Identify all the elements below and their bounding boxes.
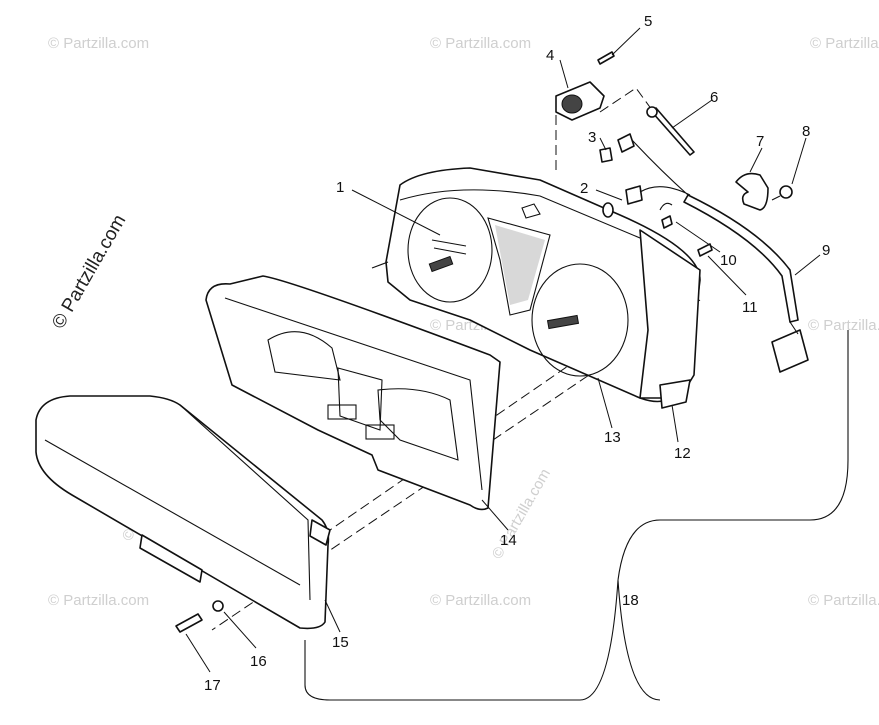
alignment-line bbox=[329, 281, 691, 531]
bulb-socket bbox=[602, 185, 643, 218]
callout-5: 5 bbox=[644, 13, 652, 30]
callout-17: 17 bbox=[204, 677, 221, 694]
instrument-bezel bbox=[205, 275, 501, 511]
instrument-panel bbox=[371, 167, 701, 403]
watermark-text: © Partzilla.com bbox=[430, 35, 531, 52]
sensor-housing bbox=[555, 81, 605, 121]
side-housing bbox=[639, 229, 701, 409]
callout-3: 3 bbox=[588, 129, 596, 146]
callout-11: 11 bbox=[742, 299, 758, 316]
washer bbox=[212, 600, 224, 612]
callout-16: 16 bbox=[250, 653, 267, 670]
wire bbox=[631, 139, 691, 196]
callout-1: 1 bbox=[336, 179, 344, 196]
clamp-screw bbox=[771, 185, 793, 201]
callout-9: 9 bbox=[822, 242, 830, 259]
watermark-text: © Partzilla.com bbox=[810, 35, 879, 52]
leader-lines bbox=[185, 27, 821, 673]
callout-13: 13 bbox=[604, 429, 621, 446]
callout-10: 10 bbox=[720, 252, 737, 269]
screw-side bbox=[697, 243, 713, 257]
callout-labels: 1 2 3 4 5 6 7 8 9 10 11 12 13 14 15 16 1… bbox=[204, 13, 830, 694]
callout-7: 7 bbox=[756, 133, 764, 150]
callout-14: 14 bbox=[500, 532, 517, 549]
screw-small bbox=[661, 215, 673, 229]
clamp bbox=[735, 172, 769, 211]
lower-cover-housing bbox=[35, 395, 331, 630]
screw bbox=[597, 51, 615, 65]
callout-4: 4 bbox=[546, 47, 554, 64]
callout-6: 6 bbox=[710, 89, 718, 106]
partzilla-vertical-watermark: © Partzilla.com bbox=[48, 211, 130, 332]
bulb bbox=[599, 133, 635, 163]
watermark-text: © Partzilla.com bbox=[430, 592, 531, 609]
callout-8: 8 bbox=[802, 123, 810, 140]
watermark-text: © Partzilla.com bbox=[808, 592, 879, 609]
callout-12: 12 bbox=[674, 445, 691, 462]
assembly-bracket bbox=[304, 330, 849, 701]
wiring-harness bbox=[659, 194, 809, 373]
watermark-text: © Partzilla.com bbox=[808, 317, 879, 334]
watermark-text: © Partzilla.com bbox=[48, 592, 149, 609]
callout-2: 2 bbox=[580, 180, 588, 197]
watermark-text: © Partzilla.com bbox=[48, 35, 149, 52]
callout-15: 15 bbox=[332, 634, 349, 651]
long-bolt bbox=[646, 106, 695, 156]
alignment-line bbox=[599, 87, 653, 113]
cover-screw bbox=[175, 613, 203, 633]
watermark-text: © Partzilla.com bbox=[489, 466, 554, 562]
callout-18: 18 bbox=[622, 592, 639, 609]
